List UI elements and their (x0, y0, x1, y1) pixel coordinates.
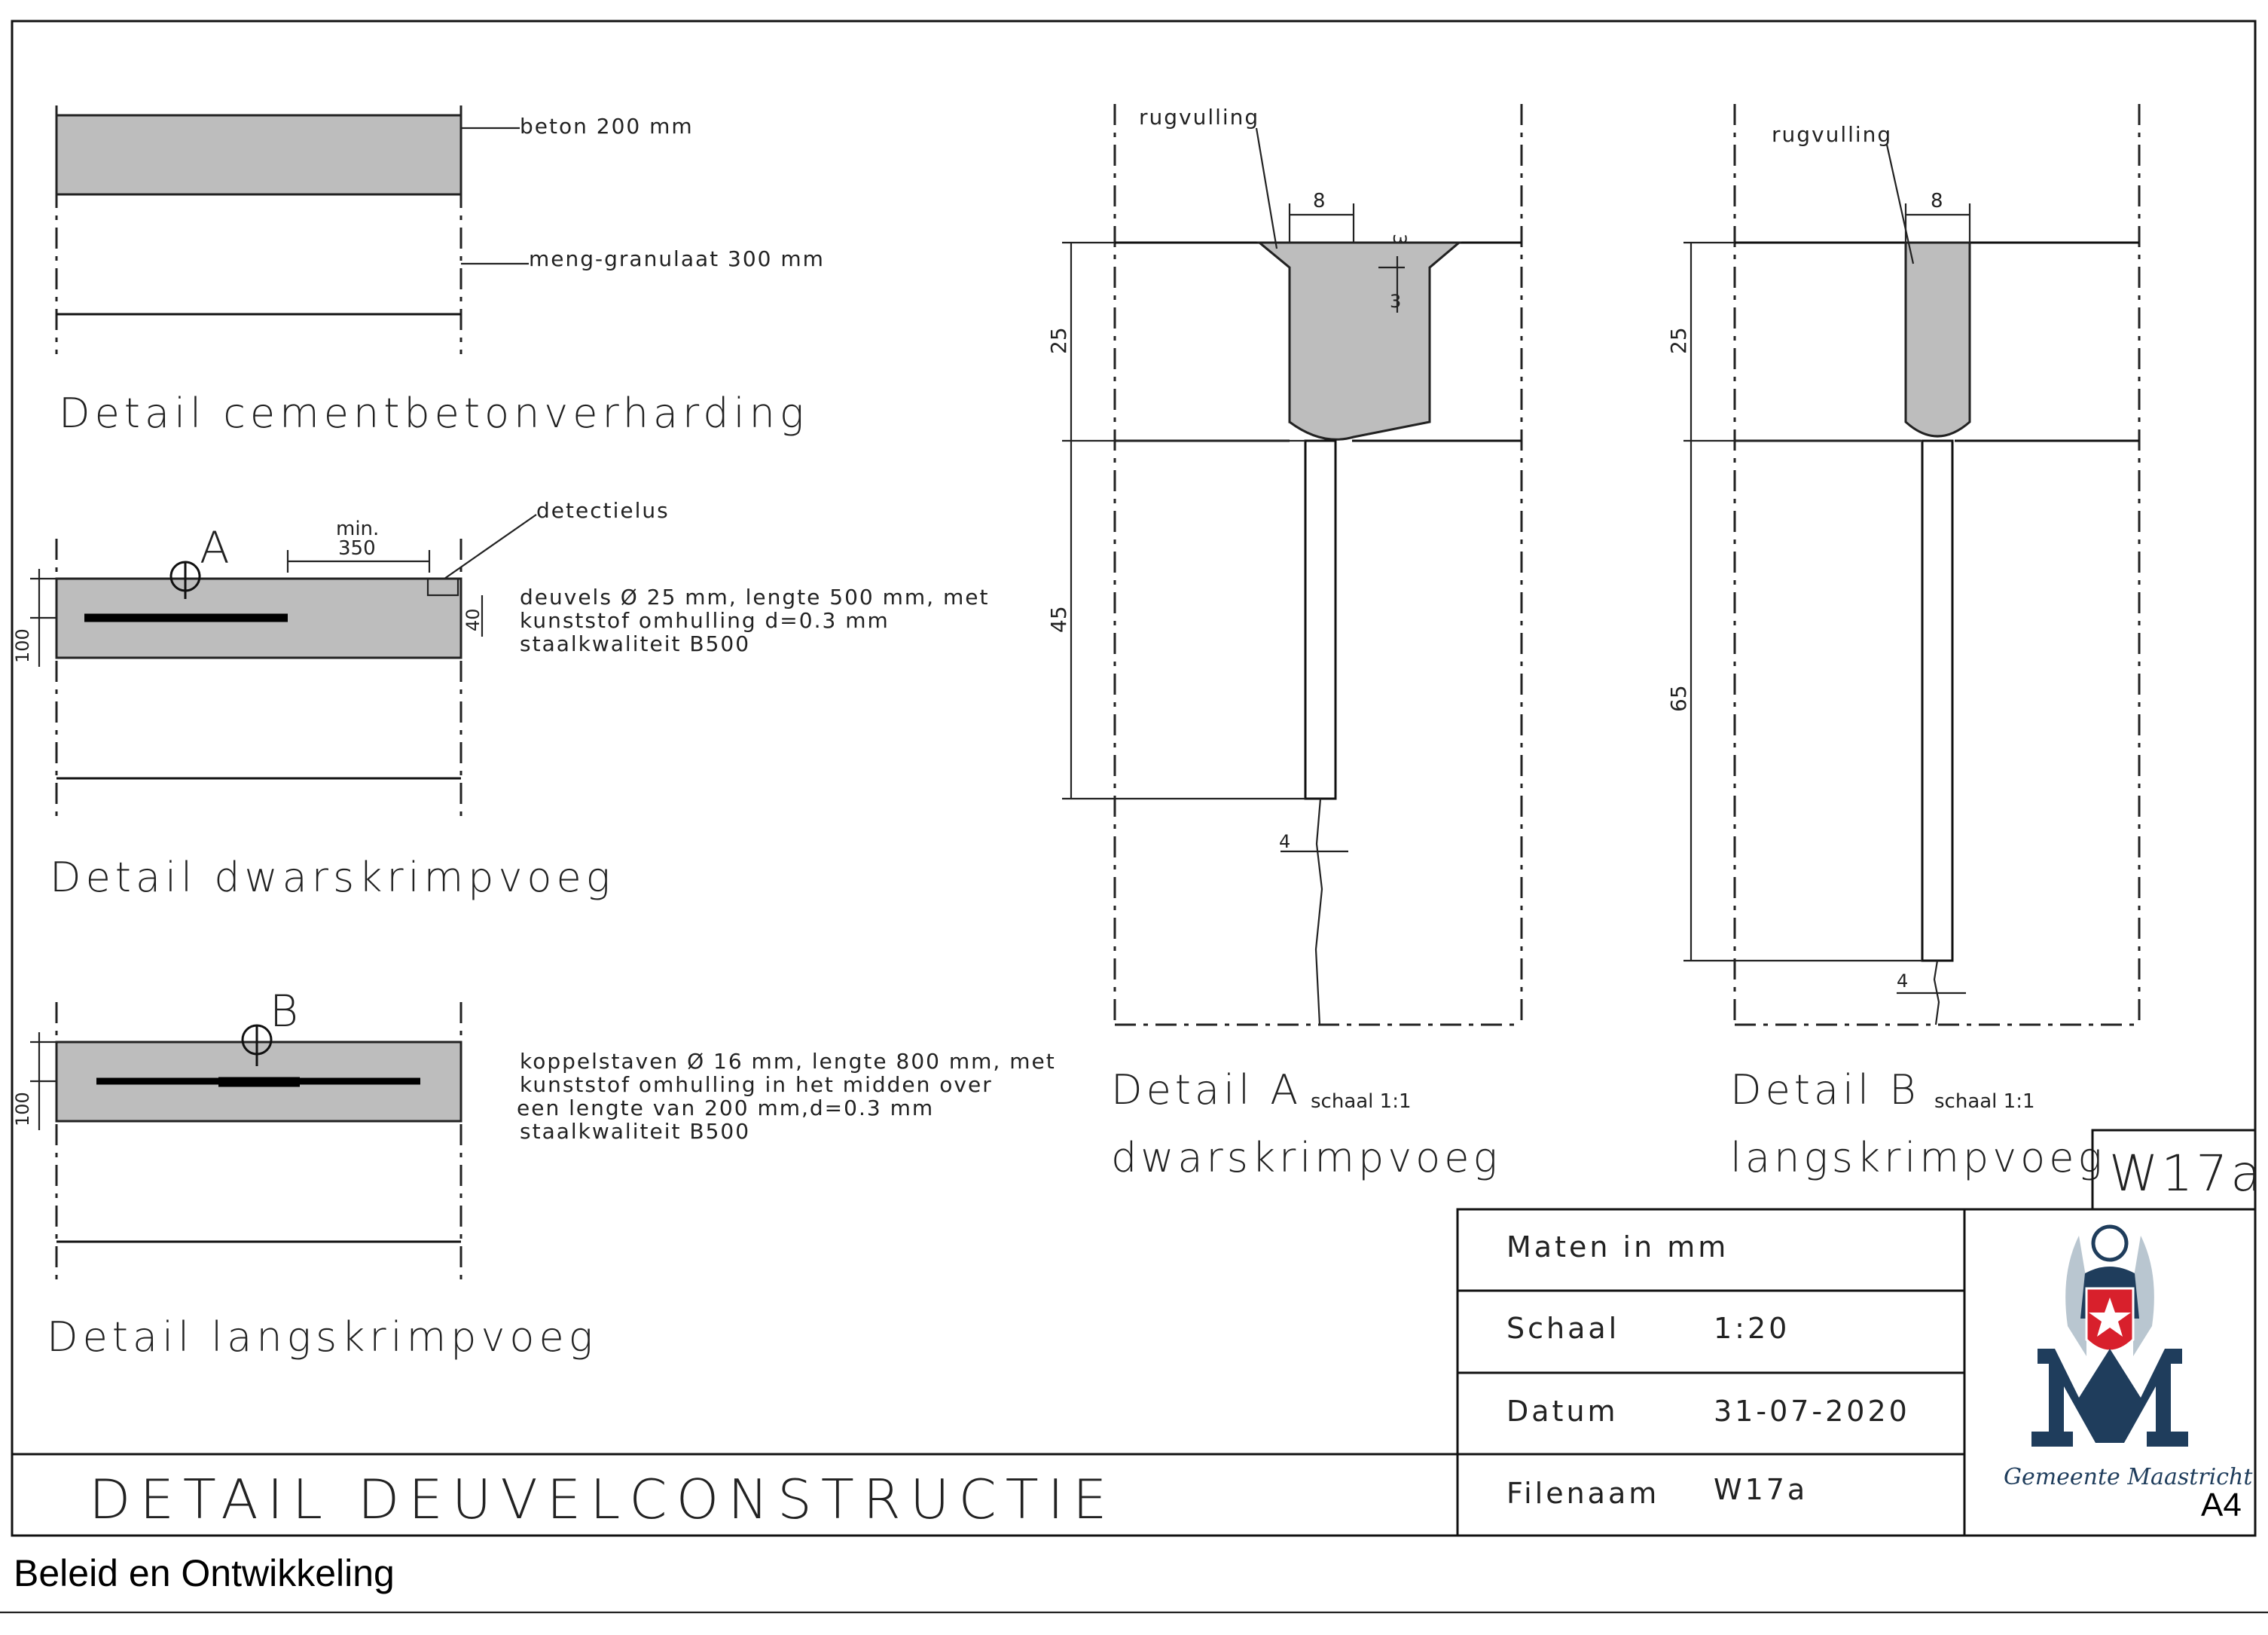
dim-100-a: 100 (12, 628, 33, 663)
dim-b-25: 25 (1666, 327, 1691, 354)
detail-dwarskrimpvoeg: A min. 350 detectielus 100 40 deuvels Ø … (12, 498, 989, 901)
schaal-label: Schaal (1506, 1312, 1619, 1345)
datum-value: 31-07-2020 (1714, 1395, 1910, 1428)
detail-a-title: Detail A (1111, 1066, 1302, 1114)
filenaam-label: Filenaam (1506, 1477, 1659, 1510)
label-granulaat: meng-granulaat 300 mm (529, 246, 825, 271)
department-label: Beleid en Ontwikkeling (14, 1552, 395, 1594)
label-rugvulling-a: rugvulling (1139, 105, 1259, 130)
drawing-code: W17a (2109, 1144, 2264, 1203)
desc-koppel-3: een lengte van 200 mm,d=0.3 mm (517, 1096, 934, 1120)
paper-size: A4 (2201, 1487, 2242, 1523)
maten-label: Maten in mm (1506, 1230, 1729, 1264)
marker-b: B (270, 986, 298, 1037)
detail-b-subtitle: langskrimpvoeg (1730, 1134, 2106, 1181)
dim-a-25: 25 (1046, 327, 1071, 354)
detail-cementbetonverharding: beton 200 mm meng-granulaat 300 mm Detai… (55, 105, 825, 437)
detail-b: 25 65 8 4 rugvulling Detail B schaal 1:1… (1666, 104, 2141, 1181)
detail3-title: Detail langskrimpvoeg (47, 1313, 597, 1361)
datum-label: Datum (1506, 1395, 1619, 1428)
dim-350: 350 (338, 537, 376, 560)
detail-langskrimpvoeg: B 100 koppelstaven Ø 16 mm, lengte 800 m… (12, 986, 1056, 1361)
dim-a-3a: 3 (1389, 234, 1410, 245)
sealant-b (1904, 241, 1971, 438)
schaal-value: 1:20 (1714, 1312, 1790, 1345)
detail-b-scale: schaal 1:1 (1934, 1090, 2035, 1113)
detail-a-subtitle: dwarskrimpvoeg (1111, 1134, 1501, 1181)
label-rugvulling-b: rugvulling (1772, 122, 1892, 147)
detail-b-title: Detail B (1730, 1066, 1920, 1114)
desc-deuvels-3: staalkwaliteit B500 (520, 631, 750, 656)
callout-detectielus: detectielus (536, 498, 670, 523)
desc-deuvels-2: kunststof omhulling d=0.3 mm (520, 608, 890, 633)
dim-min: min. (336, 518, 379, 540)
marker-a: A (200, 522, 230, 573)
detail-a-scale: schaal 1:1 (1311, 1090, 1412, 1113)
dim-a-45: 45 (1046, 606, 1071, 633)
dim-a-3b: 3 (1390, 291, 1401, 312)
dim-a-8: 8 (1313, 190, 1326, 212)
desc-koppel-2: kunststof omhulling in het midden over (520, 1072, 993, 1097)
saw-cut-a (1304, 439, 1337, 800)
detail2-title: Detail dwarskrimpvoeg (50, 854, 615, 901)
dim-a-4: 4 (1279, 831, 1290, 852)
dim-40: 40 (462, 608, 484, 631)
filenaam-value: W17a (1714, 1473, 1808, 1506)
detection-loop (426, 577, 459, 597)
detail1-title: Detail cementbetonverharding (59, 390, 808, 437)
dim-100-b: 100 (12, 1092, 33, 1126)
saw-cut-b (1921, 439, 1954, 962)
dim-b-4: 4 (1897, 970, 1908, 992)
dim-b-65: 65 (1666, 685, 1691, 712)
org-name: Gemeente Maastricht (2004, 1464, 2253, 1490)
main-title: DETAIL DEUVELCONSTRUCTIE (89, 1468, 1116, 1531)
detail-a: 25 45 8 3 3 4 rugvulling Detail A schaal… (1046, 104, 1523, 1181)
drawing-frame (11, 20, 2257, 1537)
desc-koppel-1: koppelstaven Ø 16 mm, lengte 800 mm, met (520, 1049, 1056, 1074)
dim-b-8: 8 (1931, 190, 1943, 212)
sealant-a (1256, 241, 1463, 441)
title-block: W17a Maten in mm Schaal 1:20 Datum 31-07… (89, 1129, 2264, 1537)
gemeente-maastricht-logo: Gemeente Maastricht (2004, 1224, 2253, 1490)
desc-koppel-4: staalkwaliteit B500 (520, 1119, 750, 1144)
label-beton: beton 200 mm (520, 114, 694, 139)
concrete-layer (55, 114, 462, 196)
desc-deuvels-1: deuvels Ø 25 mm, lengte 500 mm, met (520, 585, 989, 610)
